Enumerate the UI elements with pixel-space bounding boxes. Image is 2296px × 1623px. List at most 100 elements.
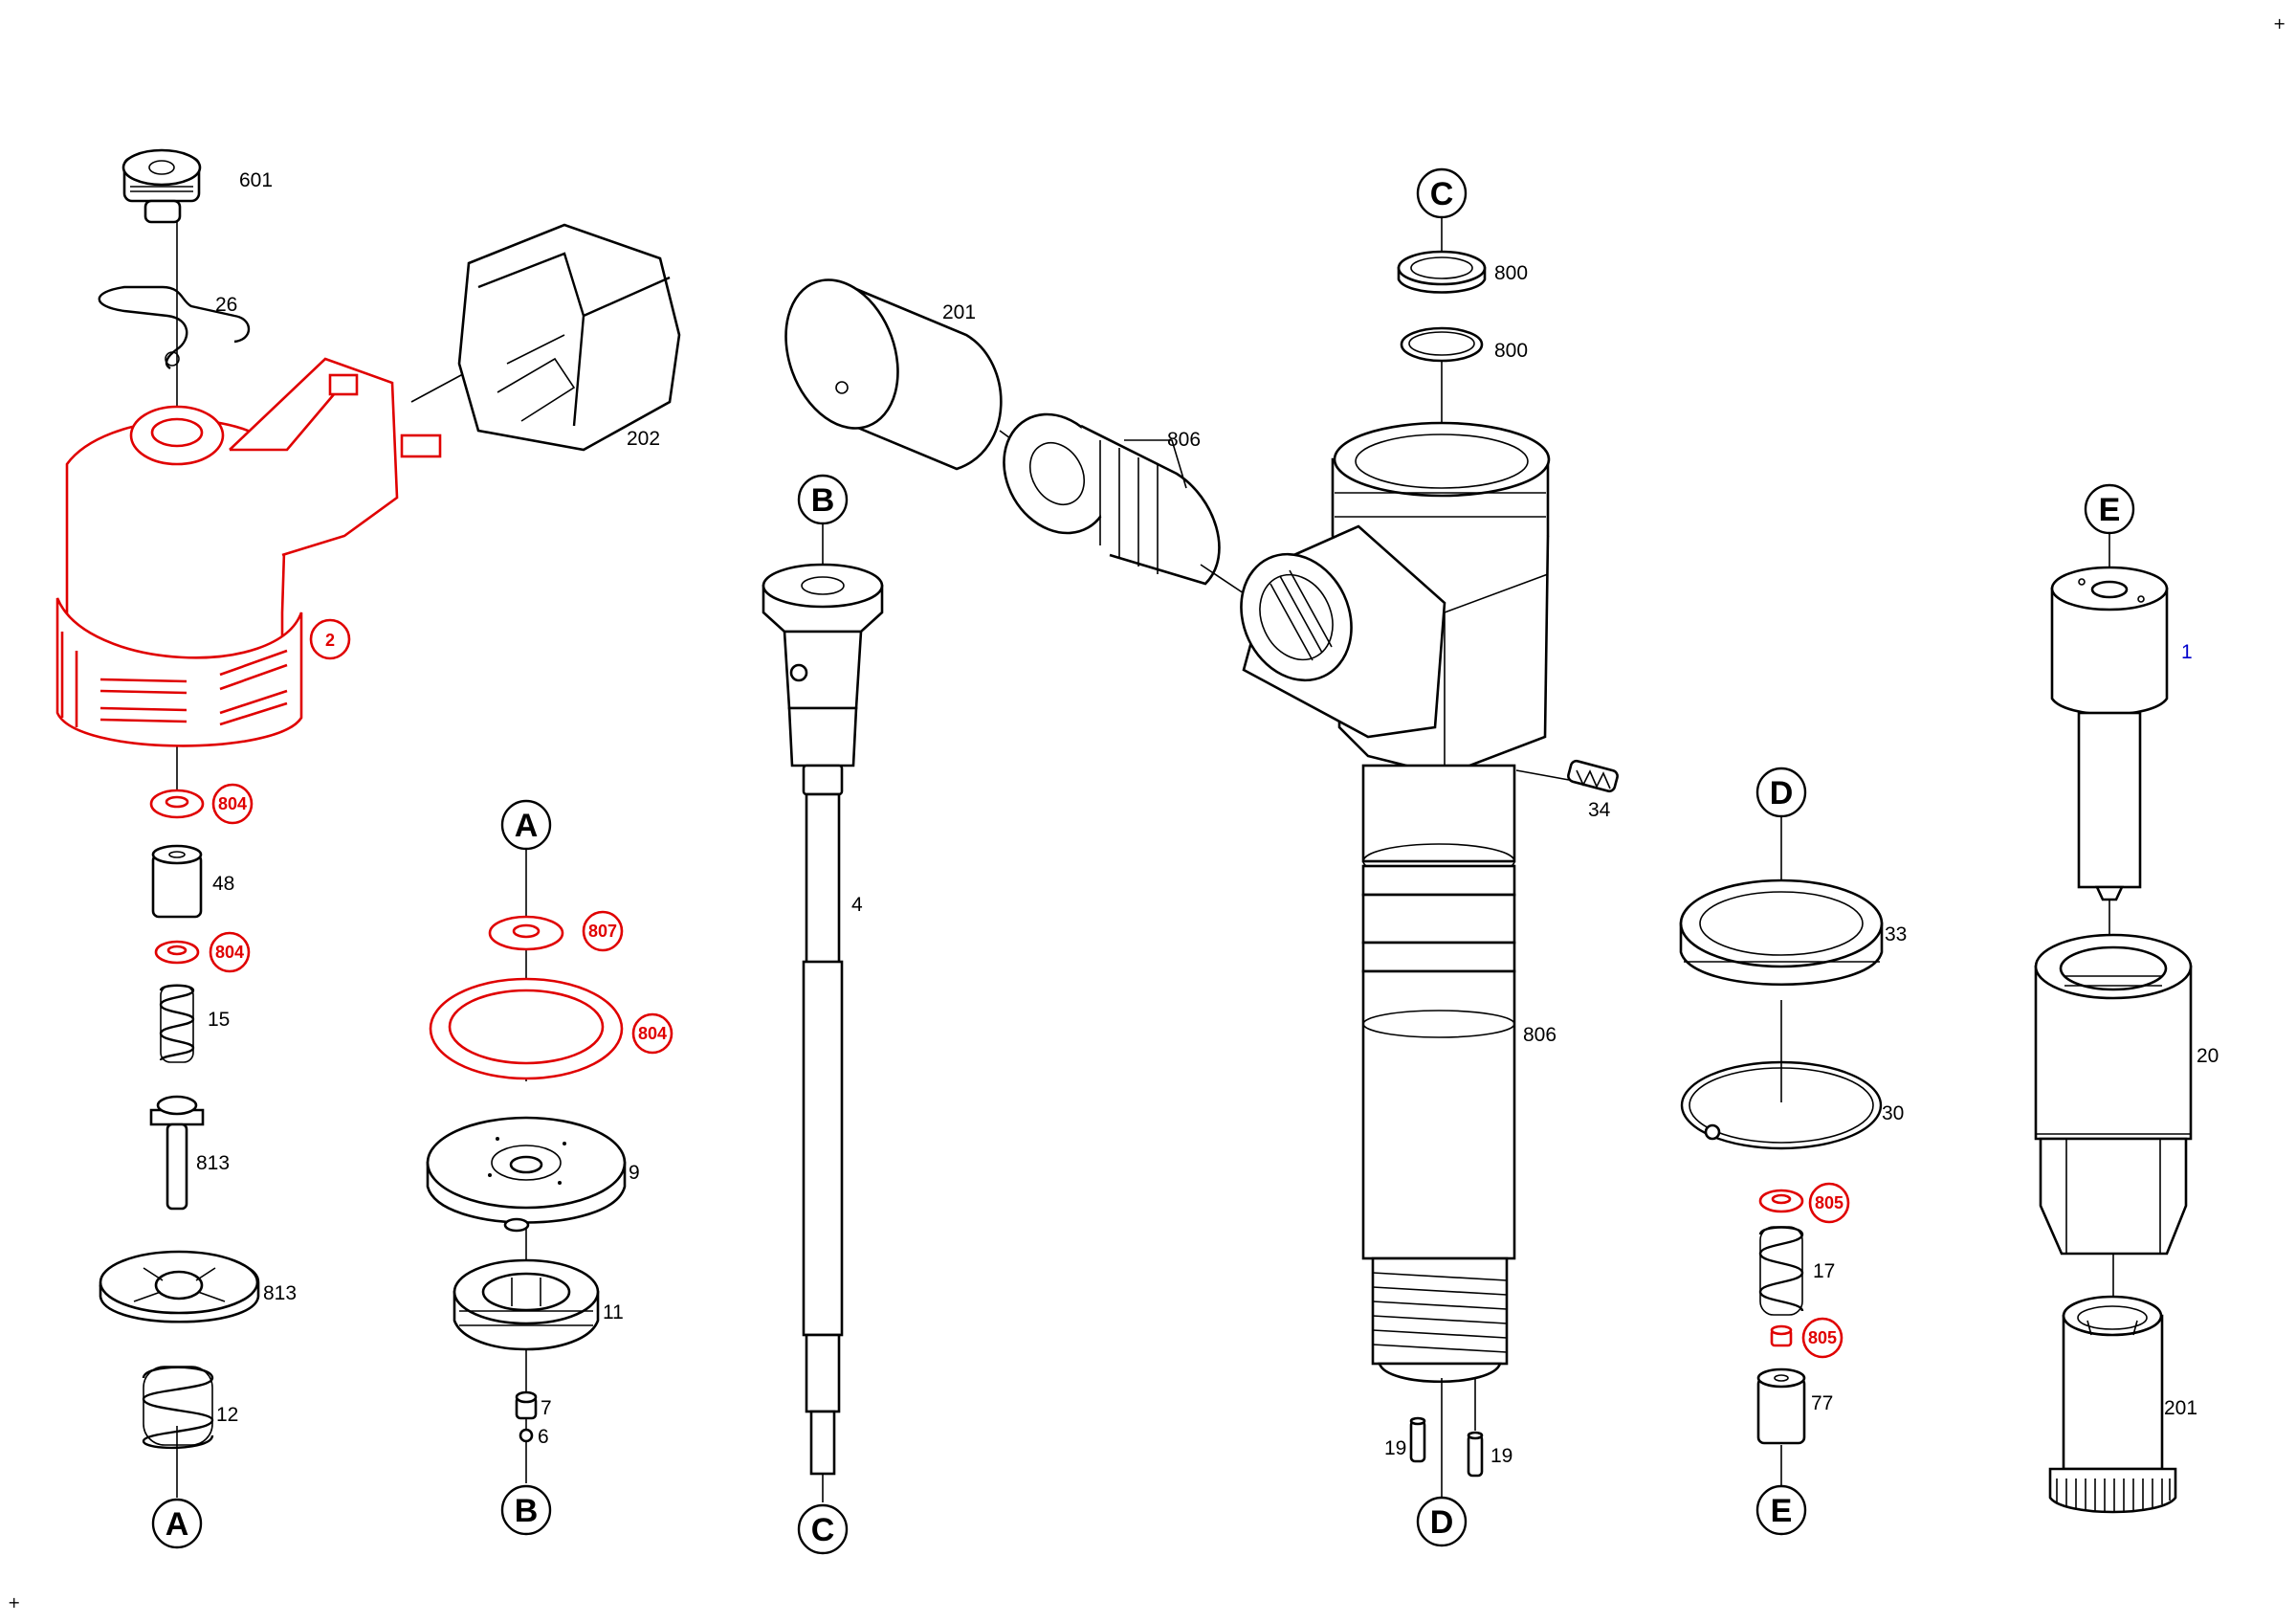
part-805-ring[interactable] — [1758, 1189, 1804, 1213]
ref-A-bottom: A — [166, 1506, 189, 1543]
callout-804b — [209, 931, 251, 973]
label-201a: 201 — [942, 301, 976, 323]
label-19b: 19 — [1490, 1445, 1512, 1467]
ref-marker-B-bottom — [500, 1484, 552, 1536]
ref-D-bottom: D — [1430, 1504, 1454, 1541]
label-804b: 804 — [215, 943, 244, 962]
part-807-washer-hole — [512, 923, 541, 939]
corner-mark-bottom-left: + — [8, 1593, 20, 1612]
part-806-inlet-fitting[interactable] — [982, 395, 1221, 586]
label-15: 15 — [208, 1009, 230, 1031]
label-806a: 806 — [1167, 429, 1201, 451]
part-804-ring-lower[interactable] — [154, 940, 200, 965]
label-11: 11 — [603, 1301, 624, 1323]
part-804-ring-lower-hole — [166, 945, 188, 956]
ref-B-bottom: B — [515, 1493, 539, 1529]
label-201b: 201 — [2164, 1397, 2197, 1419]
label-30: 30 — [1882, 1102, 1904, 1124]
part-9-valve-plate[interactable] — [426, 1116, 627, 1233]
label-804c: 804 — [638, 1024, 667, 1043]
label-33: 33 — [1885, 923, 1907, 945]
label-806b: 806 — [1523, 1024, 1556, 1046]
label-7: 7 — [541, 1397, 552, 1419]
label-26: 26 — [215, 294, 237, 316]
callout-807 — [582, 910, 624, 952]
label-807: 807 — [588, 922, 617, 941]
ref-C-bottom: C — [811, 1512, 835, 1548]
part-805-small-ring[interactable] — [1770, 1324, 1793, 1347]
ref-marker-E-bottom — [1755, 1484, 1807, 1536]
label-17: 17 — [1813, 1260, 1835, 1282]
label-805a: 805 — [1815, 1193, 1843, 1212]
part-601-nut[interactable] — [121, 148, 202, 224]
part-77-sleeve[interactable] — [1756, 1367, 1806, 1445]
part-804-large-ring[interactable] — [429, 977, 624, 1080]
part-6-ball[interactable] — [519, 1428, 534, 1443]
ref-C-top: C — [1430, 176, 1454, 212]
label-804a: 804 — [218, 794, 247, 813]
part-804-ring[interactable] — [149, 789, 205, 819]
part-804-ring-hole — [165, 795, 189, 809]
label-77: 77 — [1811, 1392, 1833, 1414]
part-26-clip-eye — [165, 351, 180, 367]
part-19-pin-right[interactable] — [1467, 1431, 1484, 1478]
ref-marker-D-bottom — [1416, 1496, 1468, 1547]
ref-B-top: B — [811, 482, 835, 519]
part-804-large-ring-inner — [448, 989, 605, 1065]
label-20: 20 — [2197, 1045, 2219, 1067]
part-7[interactable] — [515, 1390, 538, 1420]
part-201-sleeve[interactable] — [2048, 1295, 2177, 1514]
label-805b: 805 — [1808, 1328, 1837, 1347]
ref-D-top: D — [1770, 775, 1794, 812]
label-4: 4 — [851, 894, 863, 916]
part-800-ring-lower-inner — [1408, 331, 1475, 356]
corner-mark-top-right: + — [2273, 14, 2285, 33]
part-201-cap[interactable] — [766, 264, 1003, 471]
ref-E-bottom: E — [1771, 1493, 1793, 1529]
label-800a: 800 — [1494, 262, 1528, 284]
label-1: 1 — [2181, 641, 2193, 663]
part-4-valve-rod[interactable] — [762, 563, 884, 1476]
label-202: 202 — [627, 428, 660, 450]
callout-805b — [1801, 1317, 1843, 1359]
part-15-spring[interactable] — [159, 984, 195, 1063]
label-2: 2 — [325, 631, 335, 650]
part-805-ring-hole — [1771, 1193, 1792, 1205]
part-20-nozzle-nut[interactable] — [2034, 933, 2193, 1256]
part-48-sleeve[interactable] — [151, 844, 203, 919]
label-800b: 800 — [1494, 340, 1528, 362]
part-2-solenoid[interactable] — [55, 357, 442, 747]
leader-line — [1515, 769, 1570, 781]
part-33-shim[interactable] — [1679, 878, 1884, 986]
callout-805a — [1808, 1182, 1850, 1224]
part-12-spring[interactable] — [142, 1366, 214, 1450]
leader-line — [1200, 564, 1245, 594]
part-30-ring[interactable] — [1680, 1060, 1883, 1150]
part-800-ring-lower[interactable] — [1400, 326, 1484, 363]
label-601: 601 — [239, 169, 273, 191]
label-19a: 19 — [1384, 1437, 1406, 1459]
part-injector-body[interactable] — [1221, 421, 1551, 1383]
ref-A-top: A — [515, 808, 539, 844]
callout-804c — [631, 1012, 673, 1055]
ref-E-top: E — [2099, 492, 2121, 528]
label-34: 34 — [1588, 799, 1611, 821]
part-11-nut[interactable] — [453, 1258, 600, 1351]
callout-804a — [211, 783, 254, 825]
part-202-connector-cap[interactable] — [457, 223, 681, 452]
label-12: 12 — [216, 1404, 238, 1426]
part-1-nozzle[interactable] — [2050, 566, 2169, 901]
part-813-plate[interactable] — [99, 1250, 260, 1323]
part-34-pin[interactable] — [1567, 759, 1619, 793]
label-6: 6 — [538, 1426, 549, 1448]
ref-marker-C-bottom — [797, 1503, 849, 1555]
part-813-pin[interactable] — [149, 1095, 205, 1211]
part-17-spring[interactable] — [1758, 1226, 1804, 1316]
part-19-pin-left[interactable] — [1409, 1416, 1426, 1463]
label-813a: 813 — [196, 1152, 230, 1174]
part-807-washer[interactable] — [488, 915, 564, 951]
label-813b: 813 — [263, 1282, 297, 1304]
part-800-ring-upper[interactable] — [1397, 250, 1487, 294]
label-9: 9 — [629, 1162, 640, 1184]
